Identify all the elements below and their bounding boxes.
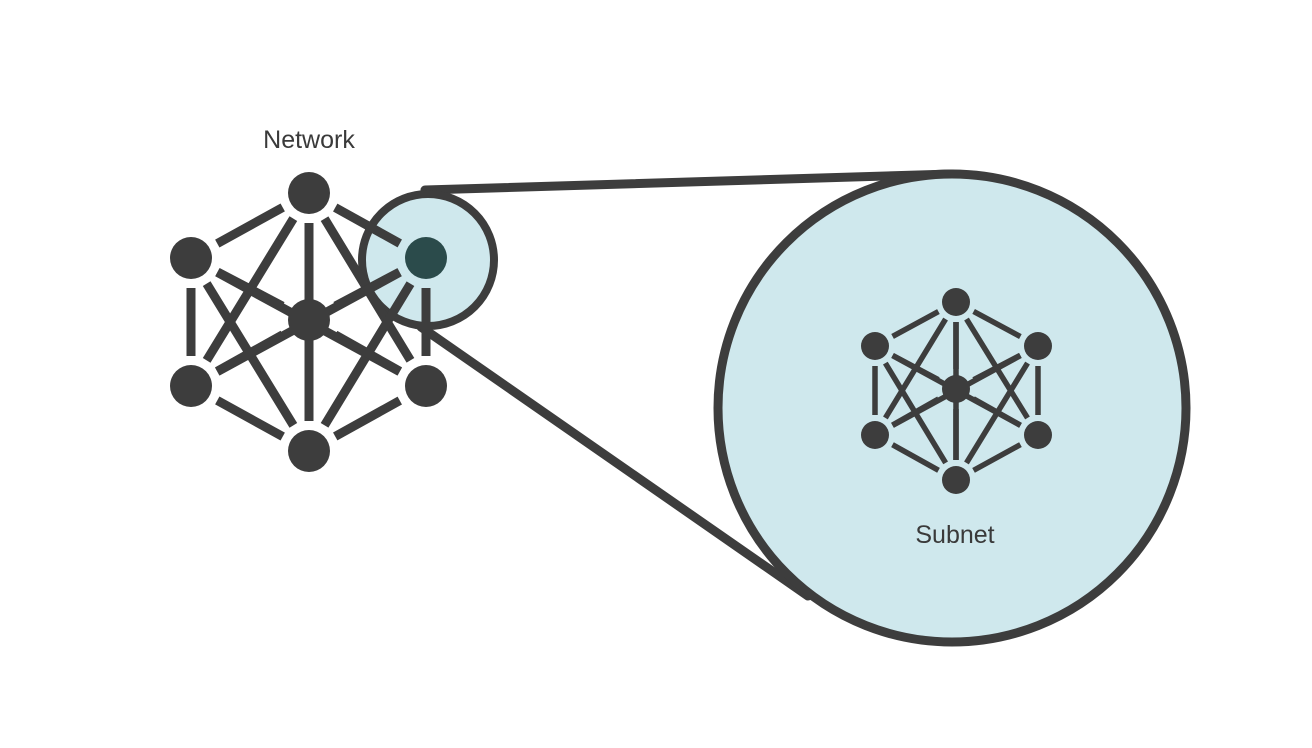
node-lower-right [1024,421,1052,449]
edge-top-upper-right [972,309,1022,339]
edge-lower-left-bottom [215,396,285,441]
edge-center-lower-right [332,330,403,376]
node-lower-right [405,365,447,407]
node-bottom [288,430,330,472]
edge-lower-right-bottom [333,396,402,441]
magnifier-top-line [420,169,957,195]
subnet-zoom-circle [713,169,1191,647]
node-upper-left [170,237,212,279]
node-upper-right [1024,332,1052,360]
subnet-graph [861,288,1052,494]
magnifier-bottom-line [416,322,813,601]
node-top [942,288,970,316]
edge-top-upper-left [215,203,285,248]
node-center [942,375,970,403]
node-center [288,299,330,341]
network-graph [170,172,447,472]
edge-top-upper-right [333,203,402,248]
edge-center-lower-right [972,396,1022,428]
node-bottom [942,466,970,494]
node-top [288,172,330,214]
edge-top-upper-left [891,309,940,339]
magnifier [358,169,1191,647]
node-upper-right [405,237,447,279]
network-label: Network [263,126,355,154]
node-lower-left [861,421,889,449]
edge-lower-right-bottom [972,442,1022,473]
edge-center-lower-left [214,330,286,376]
edge-lower-left-bottom [891,442,940,473]
node-upper-left [861,332,889,360]
edge-center-lower-left [891,396,940,428]
node-lower-left [170,365,212,407]
subnet-label: Subnet [915,521,995,549]
